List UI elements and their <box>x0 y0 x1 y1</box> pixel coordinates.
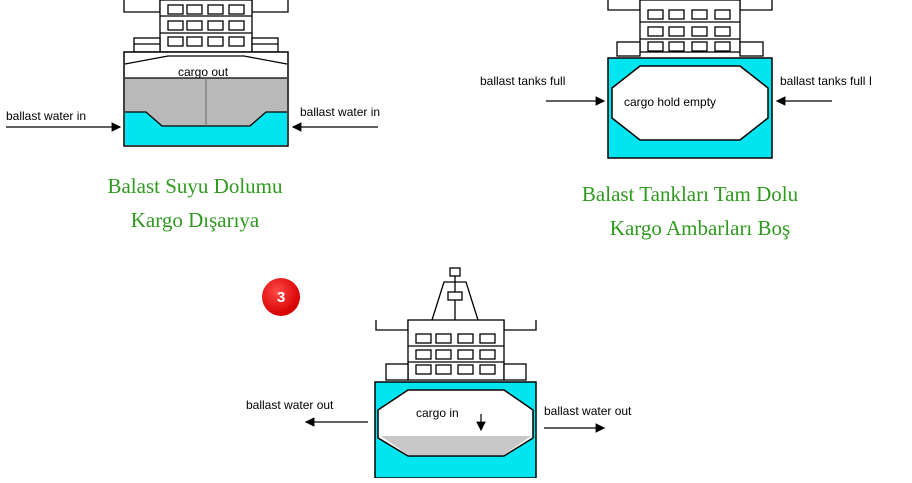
ship-2 <box>607 0 773 159</box>
ship-1-superstructure <box>123 0 289 53</box>
ship-1-hold-label: cargo out <box>178 65 229 79</box>
ship-2-cargo-hold <box>611 65 769 141</box>
ship-2-right-label: ballast tanks full I <box>780 74 873 88</box>
ship-1-left-label: ballast water in <box>6 109 87 123</box>
ship-1 <box>123 0 289 147</box>
ship-1-caption-line2: Kargo Dışarıya <box>130 208 260 232</box>
ship-3-mast <box>431 267 479 321</box>
ship-2-caption-line2: Kargo Ambarları Boş <box>609 216 791 240</box>
ship-3-hold-label: cargo in <box>416 406 459 420</box>
ship-3-superstructure <box>375 319 537 381</box>
ship-2-caption-line1: Balast Tankları Tam Dolu <box>581 182 799 206</box>
ship-2-left-label: ballast tanks full <box>480 74 566 88</box>
ship-3-right-label: ballast water out <box>544 404 632 418</box>
ship-2-superstructure <box>607 0 773 57</box>
ship-2-hold-label: cargo hold empty <box>624 95 717 109</box>
ship-1-ballast-water <box>125 112 287 145</box>
step-3-badge: 3 <box>262 278 300 316</box>
ship-3-left-label: ballast water out <box>246 398 334 412</box>
ship-1-right-label: ballast water in <box>300 105 381 119</box>
ship-3-cargo <box>381 436 531 455</box>
ship-1-caption-line1: Balast Suyu Dolumu <box>107 174 283 198</box>
ship-3 <box>374 267 537 479</box>
